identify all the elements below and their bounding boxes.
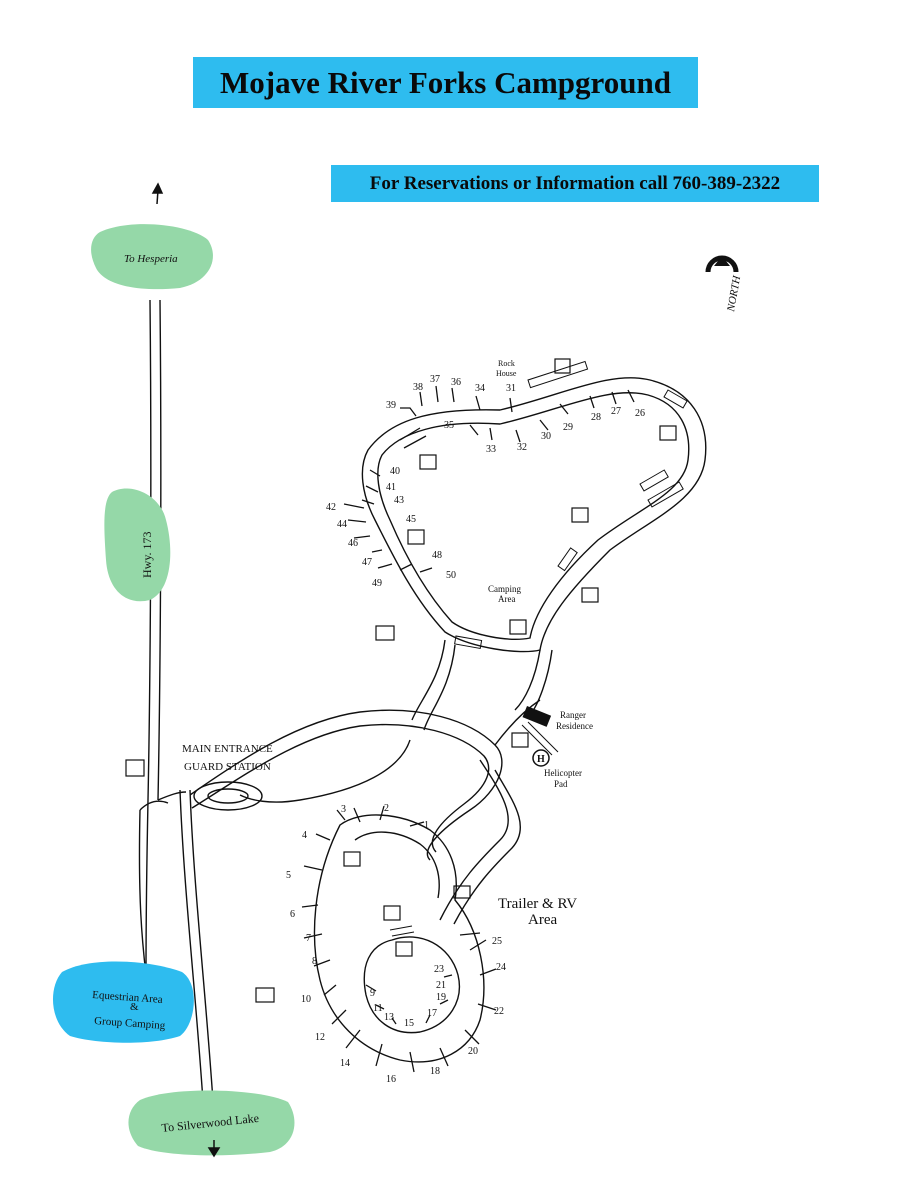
camping-area-label-line1: Camping xyxy=(488,584,521,594)
site-number: 50 xyxy=(446,570,456,581)
rock-house-label-line2: House xyxy=(496,369,517,378)
north-arrow-top xyxy=(151,182,164,205)
site-number: 46 xyxy=(348,538,358,549)
site-number: 48 xyxy=(432,550,442,561)
guard-station-label-line1: MAIN ENTRANCE xyxy=(182,743,273,755)
site-number: 32 xyxy=(517,442,527,453)
site-number: 44 xyxy=(337,519,347,530)
north-label: NORTH xyxy=(725,274,743,314)
site-number: 29 xyxy=(563,422,573,433)
helicopter-pad-label-line2: Pad xyxy=(554,779,568,789)
site-number: 41 xyxy=(386,482,396,493)
rock-house-label-line1: Rock xyxy=(498,359,515,368)
site-number: 2 xyxy=(384,803,389,814)
site-number: 8 xyxy=(312,956,317,967)
site-number: 7 xyxy=(306,933,311,944)
site-number: 39 xyxy=(386,400,396,411)
site-number: 1 xyxy=(424,820,429,831)
upper-campsite-spurs xyxy=(343,385,635,573)
site-number: 11 xyxy=(373,1003,383,1014)
lower-campsite-spurs xyxy=(301,805,497,1073)
site-number: 25 xyxy=(492,936,502,947)
site-number: 47 xyxy=(362,557,372,568)
site-number: 42 xyxy=(326,502,336,513)
site-number: 38 xyxy=(413,382,423,393)
site-number: 30 xyxy=(541,431,551,442)
helicopter-pad-icon xyxy=(532,749,550,767)
picnic-table-icon xyxy=(125,625,395,1003)
helicopter-symbol: H xyxy=(537,754,545,765)
ranger-residence-label-line1: Ranger xyxy=(560,710,586,720)
lower-parking-stripes xyxy=(389,721,559,937)
main-roads xyxy=(189,639,553,925)
highway-label-blob xyxy=(104,488,171,602)
campsite-numbers: 39 38 37 36 34 31 35 33 32 30 29 28 27 2… xyxy=(286,374,645,1085)
site-number: 5 xyxy=(286,870,291,881)
trailer-rv-label-line1: Trailer & RV xyxy=(498,896,577,912)
equestrian-label-line1: Equestrian Area xyxy=(92,989,163,1006)
site-number: 49 xyxy=(372,578,382,589)
site-number: 17 xyxy=(427,1008,437,1019)
helicopter-pad-label-line1: Helicopter xyxy=(544,768,582,778)
site-number: 43 xyxy=(394,495,404,506)
to-hesperia-label: To Hesperia xyxy=(124,253,178,265)
site-number: 37 xyxy=(430,374,440,385)
equestrian-label-line3: Group Camping xyxy=(94,1015,166,1032)
reservation-info: For Reservations or Information call 760… xyxy=(331,165,819,202)
upper-parking-stripes xyxy=(454,360,688,649)
site-number: 31 xyxy=(506,383,516,394)
site-number: 15 xyxy=(404,1018,414,1029)
site-number: 24 xyxy=(496,962,506,973)
site-number: 34 xyxy=(475,383,485,394)
site-number: 33 xyxy=(486,444,496,455)
site-number: 22 xyxy=(494,1006,504,1017)
site-number: 3 xyxy=(341,804,346,815)
south-arrow-bottom xyxy=(207,1140,221,1158)
site-number: 35 xyxy=(444,420,454,431)
site-number: 9 xyxy=(370,988,375,999)
site-number: 20 xyxy=(468,1046,478,1057)
site-number: 28 xyxy=(591,412,601,423)
site-number: 36 xyxy=(451,377,461,388)
site-number: 40 xyxy=(390,466,400,477)
trailer-rv-label-line2: Area xyxy=(528,912,557,928)
site-number: 19 xyxy=(436,992,446,1003)
page-title: Mojave River Forks Campground xyxy=(193,57,698,108)
site-number: 10 xyxy=(301,994,311,1005)
site-number: 21 xyxy=(436,980,446,991)
ranger-residence-label-line2: Residence xyxy=(556,721,593,731)
site-number: 26 xyxy=(635,408,645,419)
highway-173-road xyxy=(138,299,217,1151)
site-number: 16 xyxy=(386,1074,396,1085)
north-compass-icon xyxy=(705,255,739,273)
site-number: 45 xyxy=(406,514,416,525)
camping-area-label-line2: Area xyxy=(498,594,516,604)
highway-173-label: Hwy. 173 xyxy=(140,531,154,578)
camping-loop-road xyxy=(361,377,707,653)
equestrian-label-line2: & xyxy=(130,1001,139,1013)
site-number: 6 xyxy=(290,909,295,920)
site-number: 13 xyxy=(384,1012,394,1023)
site-number: 4 xyxy=(302,830,307,841)
restroom-icon xyxy=(343,358,677,957)
to-silverwood-blob xyxy=(128,1090,295,1156)
site-number: 23 xyxy=(434,964,444,975)
site-number: 18 xyxy=(430,1066,440,1077)
guard-station-label-line2: GUARD STATION xyxy=(184,761,271,773)
ranger-residence-building xyxy=(522,706,552,727)
equestrian-blob xyxy=(52,961,194,1043)
to-hesperia-blob xyxy=(91,224,213,290)
site-number: 12 xyxy=(315,1032,325,1043)
site-number: 27 xyxy=(611,406,621,417)
water-icon xyxy=(383,507,589,921)
trailer-loop-road xyxy=(313,814,485,1063)
site-number: 14 xyxy=(340,1058,350,1069)
